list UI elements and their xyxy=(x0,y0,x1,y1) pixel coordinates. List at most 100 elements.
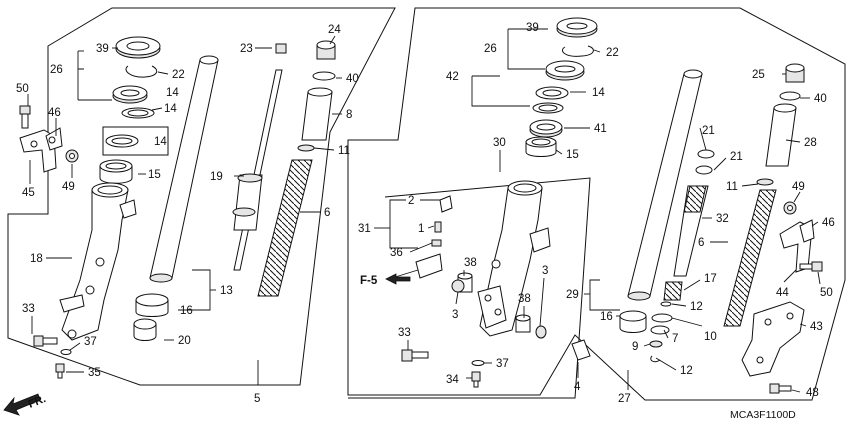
reference-arrow xyxy=(385,273,411,285)
fork-bushing-16-right xyxy=(619,310,647,333)
socket-bolt-33-left xyxy=(33,335,58,347)
damper-cartridge-32 xyxy=(673,185,709,277)
callout-22-left: 22 xyxy=(172,69,185,81)
callout-30: 30 xyxy=(493,137,506,149)
callout-14-c: 14 xyxy=(166,87,179,99)
callout-14-a: 14 xyxy=(164,103,177,115)
callout-50-right: 50 xyxy=(820,287,833,299)
callout-24: 24 xyxy=(328,24,341,36)
front-direction-label: FR. xyxy=(27,393,48,411)
slide-bushing-right xyxy=(532,102,564,114)
oil-seal-39-left xyxy=(115,36,161,59)
spring-seat-11-right xyxy=(756,178,774,186)
callout-29: 29 xyxy=(566,289,579,301)
back-up-ring-14-right xyxy=(535,86,569,100)
fork-pipe-29-right xyxy=(627,69,703,301)
drain-bolt-35 xyxy=(55,363,65,379)
reflector-bracket-left xyxy=(19,127,63,173)
callout-26-right: 26 xyxy=(484,43,497,55)
callout-38-b: 38 xyxy=(518,293,531,305)
bolt-48 xyxy=(769,383,792,394)
stopper-ring-22-left xyxy=(125,65,158,78)
callout-10: 10 xyxy=(704,331,717,343)
callout-34: 34 xyxy=(446,374,459,386)
callout-49-right: 49 xyxy=(792,181,805,193)
caliper-bracket-38b xyxy=(515,314,531,333)
callout-45: 45 xyxy=(22,187,35,199)
callout-35: 35 xyxy=(88,367,101,379)
callout-21-a: 21 xyxy=(702,125,715,137)
fork-bushing-16-left xyxy=(135,293,169,317)
nut-23 xyxy=(275,43,287,54)
callout-2: 2 xyxy=(408,195,414,207)
circlip-12b xyxy=(650,355,661,363)
callout-42: 42 xyxy=(446,71,459,83)
fork-pipe-13-left xyxy=(149,55,219,283)
callout-31: 31 xyxy=(358,223,371,235)
callout-16-right: 16 xyxy=(600,311,613,323)
callout-46-right: 46 xyxy=(822,217,835,229)
callout-23: 23 xyxy=(240,43,253,55)
callout-27: 27 xyxy=(618,393,631,405)
spring-seat-11-left xyxy=(297,144,315,152)
callout-20: 20 xyxy=(178,335,191,347)
callout-26-left: 26 xyxy=(50,64,63,76)
slide-bushing-41 xyxy=(529,119,563,138)
washer-37-left xyxy=(60,349,72,355)
callout-39-left: 39 xyxy=(96,43,109,55)
callout-37-left: 37 xyxy=(84,336,97,348)
bolt-50-left xyxy=(19,105,31,129)
callout-18: 18 xyxy=(30,253,43,265)
fork-bolt-25 xyxy=(785,63,805,83)
callout-7: 7 xyxy=(672,333,678,345)
damper-rod-19 xyxy=(232,69,283,271)
callout-12-a: 12 xyxy=(690,301,703,313)
callout-22-right: 22 xyxy=(606,47,619,59)
callout-32: 32 xyxy=(716,213,729,225)
washer-37-right xyxy=(471,360,485,366)
dust-seal-15-right xyxy=(525,136,557,157)
back-up-ring-left xyxy=(112,85,148,104)
callout-6-right: 6 xyxy=(698,237,704,249)
callout-33-right: 33 xyxy=(398,327,411,339)
fork-spring-6-left xyxy=(257,159,313,297)
callout-11-right: 11 xyxy=(726,181,738,193)
highlight-box-14 xyxy=(102,126,169,156)
o-ring-40-left xyxy=(312,71,336,81)
leader-lines xyxy=(27,28,821,393)
callout-40-left: 40 xyxy=(346,73,359,85)
front-fork-insert-box xyxy=(348,177,591,399)
speed-sensor-31 xyxy=(415,195,453,279)
drawing-code: MCA3F1100D xyxy=(730,409,796,421)
stopper-ring-22-right xyxy=(561,45,594,57)
callout-5: 5 xyxy=(254,393,260,405)
front-direction-arrow xyxy=(3,393,41,416)
reference-f5: F-5 xyxy=(360,275,378,287)
nut-49-right xyxy=(783,201,797,215)
callout-labels: 39 26 22 14 14 14 15 50 46 49 45 18 33 3… xyxy=(16,22,835,421)
callout-38-a: 38 xyxy=(464,257,477,269)
oil-seal-26-right xyxy=(545,60,585,81)
callout-28: 28 xyxy=(804,137,817,149)
right-assembly-boundary xyxy=(347,7,846,401)
left-assembly-boundary xyxy=(7,7,396,386)
callout-46-left: 46 xyxy=(48,107,61,119)
callout-14-b: 14 xyxy=(154,136,167,148)
circlip-12a xyxy=(660,301,672,307)
callout-15-left: 15 xyxy=(148,169,161,181)
callout-13: 13 xyxy=(220,285,233,297)
callout-48: 48 xyxy=(806,387,819,399)
callout-15-right: 15 xyxy=(566,149,579,161)
callout-12-b: 12 xyxy=(680,365,693,377)
callout-16-left: 16 xyxy=(180,305,193,317)
callout-4: 4 xyxy=(574,381,581,393)
pin-4 xyxy=(571,339,591,361)
bolt-50-right xyxy=(799,261,823,272)
callout-9: 9 xyxy=(632,341,638,353)
spring-collar-8 xyxy=(301,87,333,141)
callout-49-left: 49 xyxy=(62,181,75,193)
callout-33-left: 33 xyxy=(22,303,35,315)
callout-14-right: 14 xyxy=(592,87,605,99)
collar-3-right-b xyxy=(535,325,547,339)
